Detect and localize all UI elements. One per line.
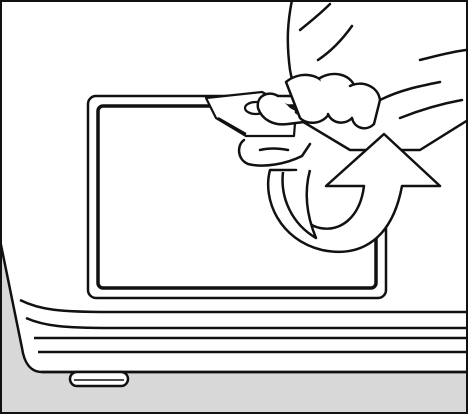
appliance-foot	[70, 372, 128, 386]
